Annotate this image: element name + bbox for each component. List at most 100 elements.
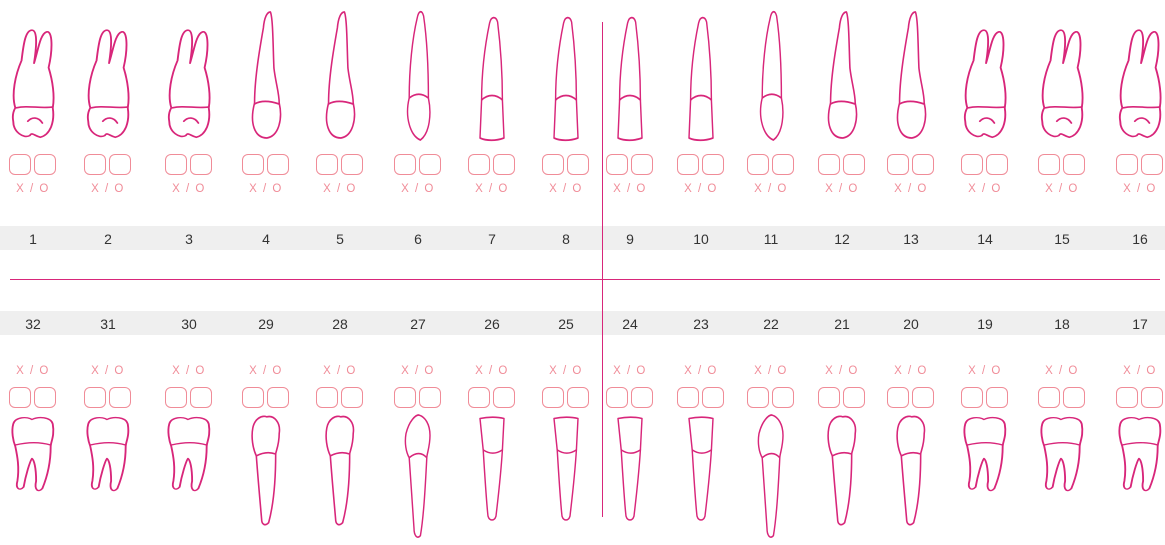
canine-tooth-6[interactable] bbox=[398, 8, 438, 148]
tooth-11-o-box[interactable] bbox=[772, 154, 794, 175]
premolar-tooth-28[interactable] bbox=[318, 415, 362, 545]
tooth-28-o-box[interactable] bbox=[341, 387, 363, 408]
tooth-12-o-box[interactable] bbox=[843, 154, 865, 175]
tooth-3-o-box[interactable] bbox=[190, 154, 212, 175]
tooth-30-x-box[interactable] bbox=[165, 387, 187, 408]
tooth-23-o-box[interactable] bbox=[702, 387, 724, 408]
molar-tooth-2[interactable] bbox=[82, 23, 134, 148]
tooth-10-o-box[interactable] bbox=[702, 154, 724, 175]
tooth-13-o-box[interactable] bbox=[912, 154, 934, 175]
tooth-25-o-box[interactable] bbox=[567, 387, 589, 408]
tooth-27-mark-boxes bbox=[394, 387, 441, 408]
tooth-14-x-box[interactable] bbox=[961, 154, 983, 175]
tooth-1-o-box[interactable] bbox=[34, 154, 56, 175]
tooth-24-x-box[interactable] bbox=[606, 387, 628, 408]
incisor-tooth-8[interactable] bbox=[546, 8, 586, 148]
tooth-number-10: 10 bbox=[681, 231, 721, 247]
tooth-22-x-box[interactable] bbox=[747, 387, 769, 408]
tooth-30-o-box[interactable] bbox=[190, 387, 212, 408]
tooth-17-x-box[interactable] bbox=[1116, 387, 1138, 408]
tooth-11-x-box[interactable] bbox=[747, 154, 769, 175]
incisor-tooth-9[interactable] bbox=[610, 8, 650, 148]
tooth-7-x-box[interactable] bbox=[468, 154, 490, 175]
premolar-tooth-5[interactable] bbox=[318, 8, 362, 148]
tooth-9-x-box[interactable] bbox=[606, 154, 628, 175]
tooth-4-o-box[interactable] bbox=[267, 154, 289, 175]
premolar-tooth-20[interactable] bbox=[889, 415, 933, 545]
tooth-2-x-box[interactable] bbox=[84, 154, 106, 175]
tooth-29-xo-label: X / O bbox=[236, 365, 296, 377]
premolar-tooth-29[interactable] bbox=[244, 415, 288, 545]
tooth-22-o-box[interactable] bbox=[772, 387, 794, 408]
tooth-23-x-box[interactable] bbox=[677, 387, 699, 408]
tooth-26-x-box[interactable] bbox=[468, 387, 490, 408]
tooth-3-x-box[interactable] bbox=[165, 154, 187, 175]
tooth-27-o-box[interactable] bbox=[419, 387, 441, 408]
incisor-tooth-24[interactable] bbox=[610, 415, 650, 537]
molar-tooth-16[interactable] bbox=[1114, 23, 1165, 148]
tooth-27-x-box[interactable] bbox=[394, 387, 416, 408]
tooth-6-x-box[interactable] bbox=[394, 154, 416, 175]
tooth-31-o-box[interactable] bbox=[109, 387, 131, 408]
tooth-24-o-box[interactable] bbox=[631, 387, 653, 408]
tooth-7-o-box[interactable] bbox=[493, 154, 515, 175]
tooth-29-o-box[interactable] bbox=[267, 387, 289, 408]
tooth-31-x-box[interactable] bbox=[84, 387, 106, 408]
canine-tooth-22[interactable] bbox=[751, 415, 791, 545]
molar-tooth-17[interactable] bbox=[1114, 415, 1165, 520]
tooth-18-x-box[interactable] bbox=[1038, 387, 1060, 408]
premolar-tooth-12[interactable] bbox=[820, 8, 864, 148]
tooth-8-o-box[interactable] bbox=[567, 154, 589, 175]
tooth-8-x-box[interactable] bbox=[542, 154, 564, 175]
tooth-10-x-box[interactable] bbox=[677, 154, 699, 175]
tooth-6-o-box[interactable] bbox=[419, 154, 441, 175]
molar-tooth-31[interactable] bbox=[82, 415, 134, 520]
tooth-number-6: 6 bbox=[398, 231, 438, 247]
tooth-17-o-box[interactable] bbox=[1141, 387, 1163, 408]
tooth-19-x-box[interactable] bbox=[961, 387, 983, 408]
tooth-9-o-box[interactable] bbox=[631, 154, 653, 175]
tooth-25-x-box[interactable] bbox=[542, 387, 564, 408]
tooth-15-x-box[interactable] bbox=[1038, 154, 1060, 175]
tooth-5-x-box[interactable] bbox=[316, 154, 338, 175]
incisor-tooth-26[interactable] bbox=[472, 415, 512, 537]
canine-tooth-27[interactable] bbox=[398, 415, 438, 545]
molar-tooth-3[interactable] bbox=[163, 23, 215, 148]
tooth-21-o-box[interactable] bbox=[843, 387, 865, 408]
tooth-28-x-box[interactable] bbox=[316, 387, 338, 408]
tooth-1-x-box[interactable] bbox=[9, 154, 31, 175]
molar-tooth-15[interactable] bbox=[1036, 23, 1088, 148]
tooth-15-o-box[interactable] bbox=[1063, 154, 1085, 175]
tooth-32-o-box[interactable] bbox=[34, 387, 56, 408]
premolar-tooth-13[interactable] bbox=[889, 8, 933, 148]
tooth-4-x-box[interactable] bbox=[242, 154, 264, 175]
tooth-20-o-box[interactable] bbox=[912, 387, 934, 408]
tooth-12-x-box[interactable] bbox=[818, 154, 840, 175]
premolar-tooth-4[interactable] bbox=[244, 8, 288, 148]
incisor-tooth-7[interactable] bbox=[472, 8, 512, 148]
tooth-29-x-box[interactable] bbox=[242, 387, 264, 408]
tooth-14-o-box[interactable] bbox=[986, 154, 1008, 175]
molar-tooth-14[interactable] bbox=[959, 23, 1011, 148]
tooth-20-x-box[interactable] bbox=[887, 387, 909, 408]
tooth-16-o-box[interactable] bbox=[1141, 154, 1163, 175]
tooth-16-x-box[interactable] bbox=[1116, 154, 1138, 175]
molar-tooth-32[interactable] bbox=[7, 415, 59, 520]
tooth-26-o-box[interactable] bbox=[493, 387, 515, 408]
tooth-13-x-box[interactable] bbox=[887, 154, 909, 175]
molar-tooth-1[interactable] bbox=[7, 23, 59, 148]
premolar-tooth-21[interactable] bbox=[820, 415, 864, 545]
molar-tooth-19[interactable] bbox=[959, 415, 1011, 520]
tooth-21-x-box[interactable] bbox=[818, 387, 840, 408]
incisor-tooth-25[interactable] bbox=[546, 415, 586, 537]
incisor-tooth-23[interactable] bbox=[681, 415, 721, 537]
incisor-tooth-10[interactable] bbox=[681, 8, 721, 148]
tooth-32-x-box[interactable] bbox=[9, 387, 31, 408]
molar-tooth-30[interactable] bbox=[163, 415, 215, 520]
tooth-18-o-box[interactable] bbox=[1063, 387, 1085, 408]
tooth-19-o-box[interactable] bbox=[986, 387, 1008, 408]
tooth-5-o-box[interactable] bbox=[341, 154, 363, 175]
canine-tooth-11[interactable] bbox=[751, 8, 791, 148]
molar-tooth-18[interactable] bbox=[1036, 415, 1088, 520]
tooth-2-o-box[interactable] bbox=[109, 154, 131, 175]
